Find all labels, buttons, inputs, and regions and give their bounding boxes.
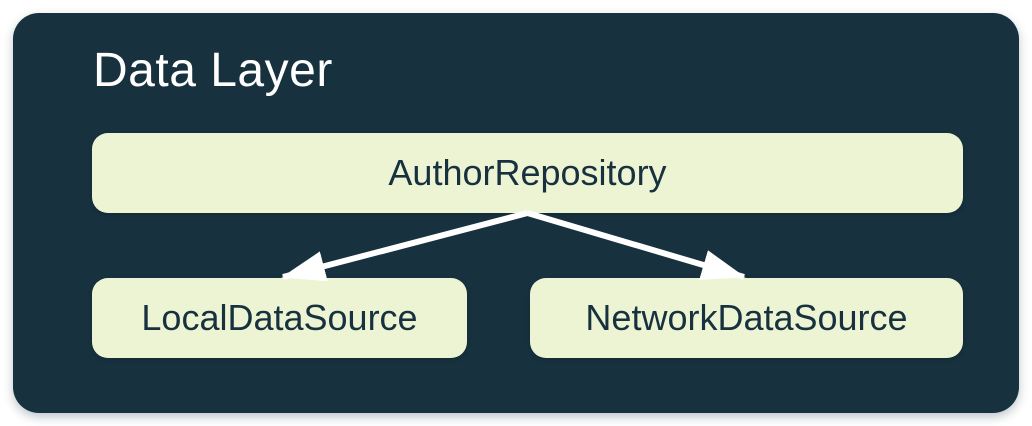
node-author-repository-label: AuthorRepository [388,152,667,193]
node-network-data-source-label: NetworkDataSource [585,297,908,338]
node-network-data-source: NetworkDataSource [530,278,963,358]
node-author-repository: AuthorRepository [92,133,963,213]
node-local-data-source-label: LocalDataSource [141,297,418,338]
node-local-data-source: LocalDataSource [92,278,467,358]
edge-author-repository-to-network-data-source [526,210,746,280]
data-layer-group: Data Layer AuthorRepository LocalDataSou… [13,13,1019,413]
group-title: Data Layer [93,44,333,97]
edge-author-repository-to-local-data-source [281,210,529,282]
